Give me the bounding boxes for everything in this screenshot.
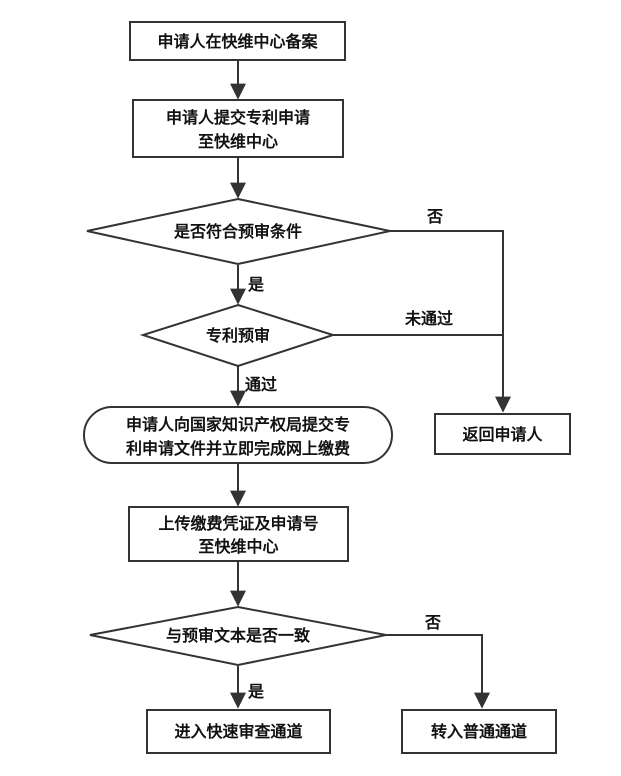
node-normal-track: 转入普通通道 bbox=[401, 709, 557, 754]
edge-label-yes-2: 是 bbox=[247, 682, 264, 701]
node-apply-cnipa-line2: 利申请文件并立即完成网上缴费 bbox=[126, 439, 350, 458]
node-register-label: 申请人在快维中心备案 bbox=[157, 32, 318, 51]
node-submit-line2: 至快维中心 bbox=[198, 132, 278, 151]
edge-consistency-no-to-normal bbox=[386, 634, 490, 709]
edge-label-no-2: 否 bbox=[424, 613, 441, 632]
node-submit: 申请人提交专利申请 至快维中心 bbox=[132, 99, 344, 158]
node-patent-precheck-label: 专利预审 bbox=[206, 326, 270, 345]
node-upload: 上传缴费凭证及申请号 至快维中心 bbox=[128, 506, 349, 562]
node-patent-precheck: 专利预审 bbox=[139, 303, 337, 368]
node-apply-cnipa-line1: 申请人向国家知识产权局提交专 bbox=[126, 415, 350, 434]
node-register: 申请人在快维中心备案 bbox=[129, 21, 346, 61]
node-submit-line1: 申请人提交专利申请 bbox=[166, 108, 310, 127]
node-apply-cnipa: 申请人向国家知识产权局提交专 利申请文件并立即完成网上缴费 bbox=[83, 406, 393, 464]
node-upload-line1: 上传缴费凭证及申请号 bbox=[158, 514, 318, 533]
node-return-applicant: 返回申请人 bbox=[434, 413, 571, 455]
node-precheck-decision: 是否符合预审条件 bbox=[86, 197, 391, 266]
edge-label-yes-1: 是 bbox=[247, 275, 264, 294]
node-upload-line2: 至快维中心 bbox=[198, 537, 278, 556]
node-consistency-decision: 与预审文本是否一致 bbox=[89, 605, 387, 667]
edge-decision-no-to-return bbox=[390, 230, 511, 413]
node-normal-track-label: 转入普通通道 bbox=[431, 722, 527, 741]
edge-label-passed: 通过 bbox=[245, 375, 277, 394]
edges bbox=[230, 60, 511, 709]
node-precheck-decision-label: 是否符合预审条件 bbox=[173, 222, 302, 241]
edge-label-not-passed: 未通过 bbox=[404, 309, 453, 328]
node-fast-track: 进入快速审查通道 bbox=[146, 709, 331, 754]
edge-label-no-1: 否 bbox=[426, 207, 443, 226]
node-fast-track-label: 进入快速审查通道 bbox=[174, 722, 302, 741]
node-consistency-decision-label: 与预审文本是否一致 bbox=[166, 626, 311, 645]
node-return-applicant-label: 返回申请人 bbox=[462, 425, 543, 444]
